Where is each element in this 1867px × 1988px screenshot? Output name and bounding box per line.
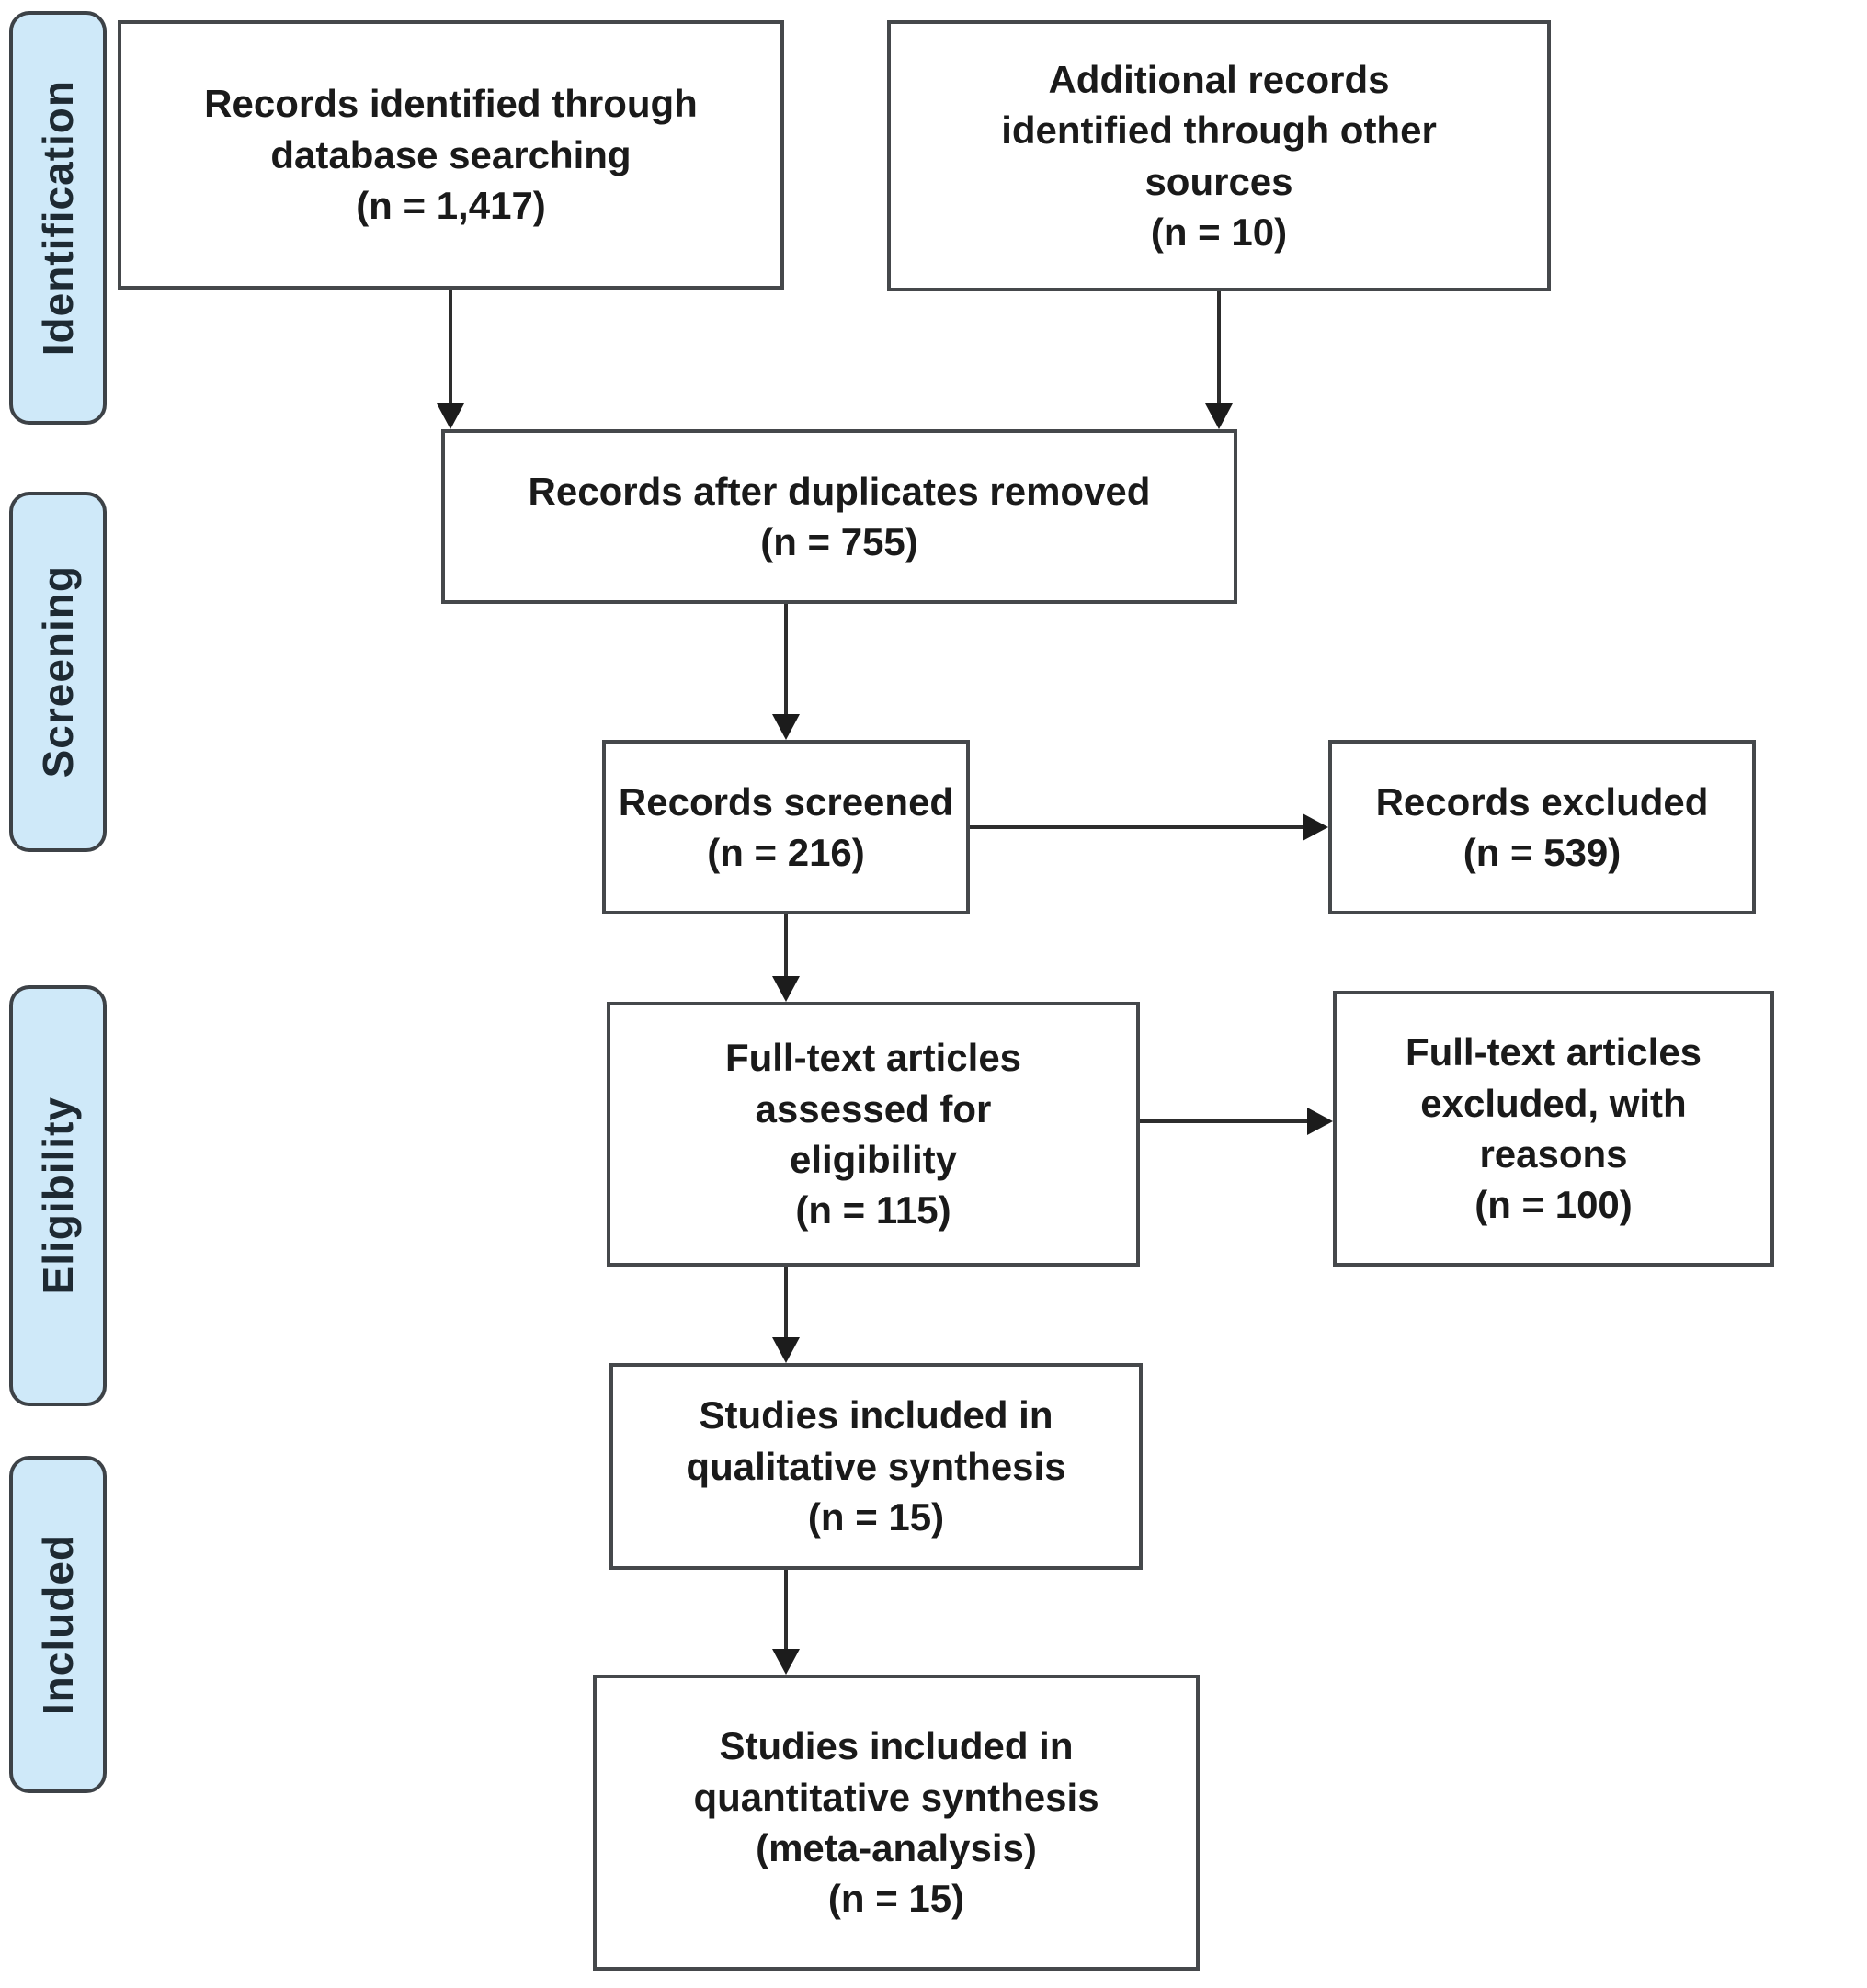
arrow-duplicates-to-screened-line <box>784 604 788 714</box>
arrow-screened-to-fulltext-line <box>784 914 788 976</box>
arrow-qualitative-to-quantitative-line <box>784 1570 788 1649</box>
arrow-fulltext-to-excluded-head <box>1307 1108 1333 1135</box>
box-records-excluded-label: Records excluded (n = 539) <box>1375 779 1709 874</box>
arrow-screened-to-fulltext-head <box>772 976 800 1002</box>
box-additional-records: Additional records identified through ot… <box>887 20 1551 291</box>
stage-included: Included <box>9 1456 107 1793</box>
box-qualitative-included: Studies included in qualitative synthesi… <box>609 1363 1143 1570</box>
box-additional-records-label: Additional records identified through ot… <box>1001 57 1437 254</box>
box-fulltext-assessed: Full-text articles assessed for eligibil… <box>607 1002 1140 1267</box>
stage-screening-label: Screening <box>34 565 82 778</box>
box-fulltext-excluded: Full-text articles excluded, with reason… <box>1333 991 1774 1267</box>
box-quantitative-included: Studies included in quantitative synthes… <box>593 1675 1200 1971</box>
stage-eligibility: Eligibility <box>9 985 107 1406</box>
arrow-duplicates-to-screened-head <box>772 714 800 740</box>
arrow-fulltext-to-qualitative-head <box>772 1337 800 1363</box>
stage-identification-label: Identification <box>34 79 82 357</box>
arrow-fulltext-to-qualitative-line <box>784 1267 788 1337</box>
arrow-identified-to-duplicates-head <box>437 403 464 429</box>
box-duplicates-removed-label: Records after duplicates removed (n = 75… <box>528 469 1151 563</box>
box-duplicates-removed: Records after duplicates removed (n = 75… <box>441 429 1237 604</box>
arrow-qualitative-to-quantitative-head <box>772 1649 800 1675</box>
box-fulltext-excluded-label: Full-text articles excluded, with reason… <box>1405 1030 1702 1227</box>
arrow-screened-to-excluded-head <box>1303 813 1328 841</box>
box-qualitative-included-label: Studies included in qualitative synthesi… <box>686 1393 1066 1539</box>
box-records-identified: Records identified through database sear… <box>118 20 784 290</box>
arrow-fulltext-to-excluded-line <box>1140 1119 1307 1123</box>
arrow-screened-to-excluded-line <box>970 825 1303 829</box>
stage-included-label: Included <box>34 1533 82 1716</box>
arrow-additional-to-duplicates-line <box>1217 291 1221 403</box>
box-records-identified-label: Records identified through database sear… <box>204 82 698 228</box>
box-records-screened: Records screened (n = 216) <box>602 740 970 914</box>
stage-screening: Screening <box>9 492 107 852</box>
box-quantitative-included-label: Studies included in quantitative synthes… <box>693 1724 1099 1921</box>
box-records-excluded: Records excluded (n = 539) <box>1328 740 1756 914</box>
arrow-identified-to-duplicates-line <box>449 290 452 403</box>
box-records-screened-label: Records screened (n = 216) <box>618 779 954 874</box>
stage-eligibility-label: Eligibility <box>34 1096 82 1295</box>
stage-identification: Identification <box>9 11 107 425</box>
arrow-additional-to-duplicates-head <box>1205 403 1233 429</box>
box-fulltext-assessed-label: Full-text articles assessed for eligibil… <box>724 1036 1022 1233</box>
